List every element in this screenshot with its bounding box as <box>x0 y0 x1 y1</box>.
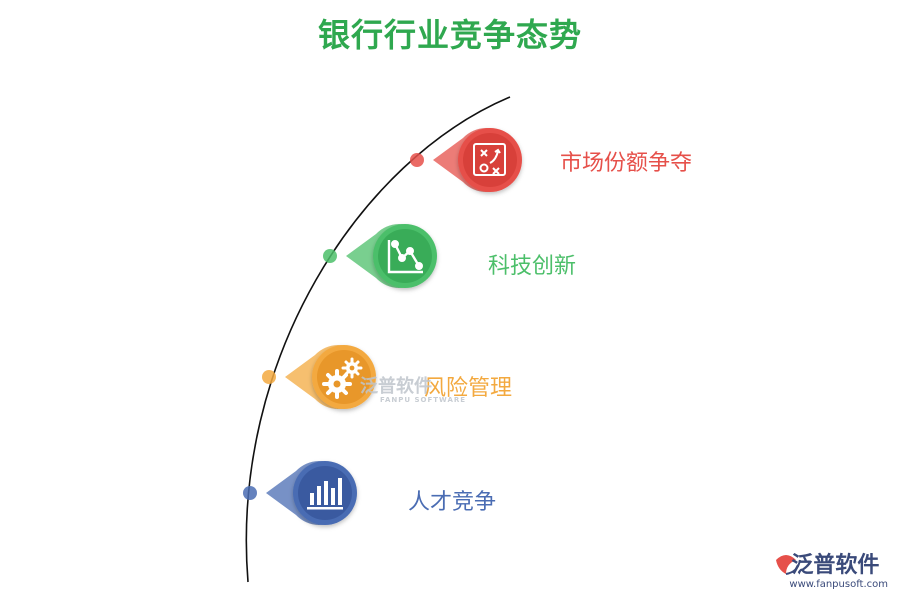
logo-url: www.fanpusoft.com <box>789 579 888 590</box>
item-3-marker <box>262 344 376 409</box>
item-1-dot <box>410 153 424 167</box>
brand-logo: 泛普软件 www.fanpusoft.com <box>759 547 888 590</box>
item-2-label: 科技创新 <box>488 254 577 279</box>
watermark: 泛普软件 FANPU SOFTWARE <box>360 372 466 404</box>
watermark-en: FANPU SOFTWARE <box>380 396 467 404</box>
logo-text: 泛普软件 <box>791 553 880 578</box>
page-title: 银行行业竞争态势 <box>317 16 582 54</box>
item-3-label: 风险管理 <box>424 376 513 401</box>
strategy-board-icon <box>473 143 506 176</box>
logo-mark-icon <box>776 555 801 575</box>
gears-icon <box>322 357 363 399</box>
item-3-dot <box>262 370 276 384</box>
item-1-marker <box>410 128 522 192</box>
item-4-label: 人才竞争 <box>408 490 497 515</box>
line-chart-icon <box>387 239 424 274</box>
item-2-dot <box>323 249 337 263</box>
item-4-dot <box>243 486 257 500</box>
watermark-cn: 泛普软件 <box>360 376 432 397</box>
bar-chart-icon <box>307 478 343 510</box>
item-2-marker <box>323 224 437 288</box>
item-1-label: 市场份额争夺 <box>560 151 693 176</box>
item-4-marker <box>243 461 357 525</box>
